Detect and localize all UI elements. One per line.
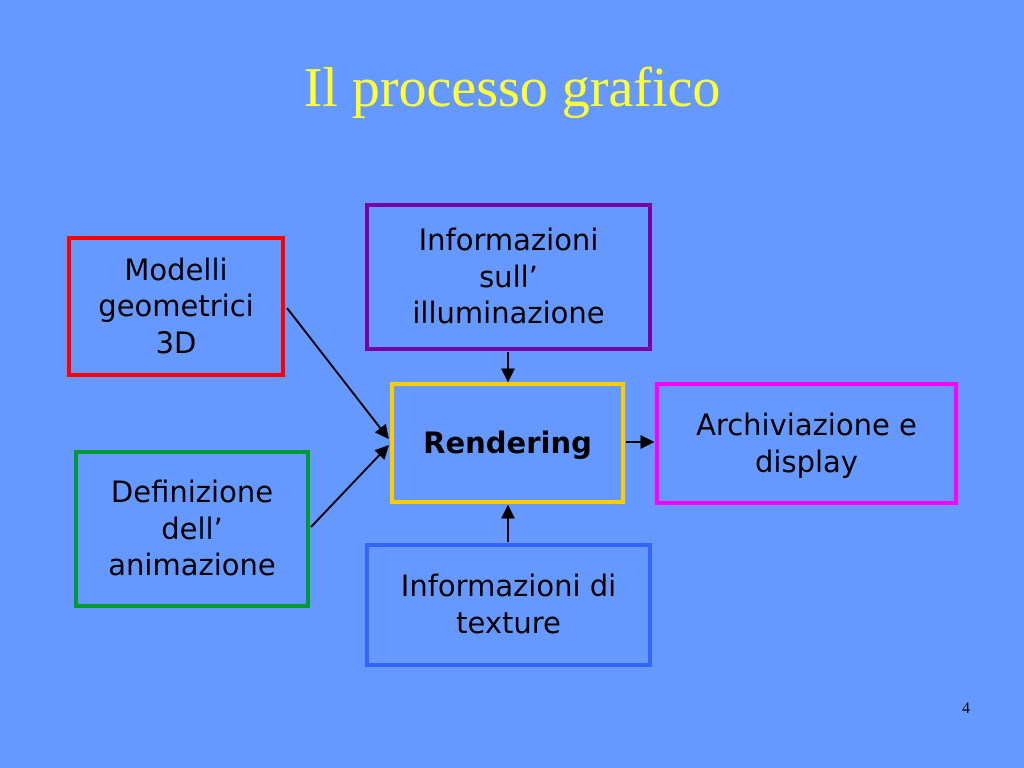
- node-rendering: Rendering: [390, 382, 625, 504]
- node-modelli-geometrici: Modelli geometrici 3D: [67, 236, 285, 377]
- node-informazioni-texture: Informazioni di texture: [365, 543, 652, 667]
- node-informazioni-illuminazione: Informazioni sull’ illuminazione: [365, 203, 652, 351]
- node-definizione-animazione: Definizione dell’ animazione: [74, 450, 310, 608]
- page-number: 4: [962, 700, 970, 717]
- slide-title: Il processo grafico: [303, 57, 721, 119]
- arrow-definizione-to-rendering: [310, 444, 389, 528]
- arrow-modelli-to-rendering: [286, 307, 389, 440]
- node-archiviazione-display: Archiviazione e display: [655, 382, 958, 505]
